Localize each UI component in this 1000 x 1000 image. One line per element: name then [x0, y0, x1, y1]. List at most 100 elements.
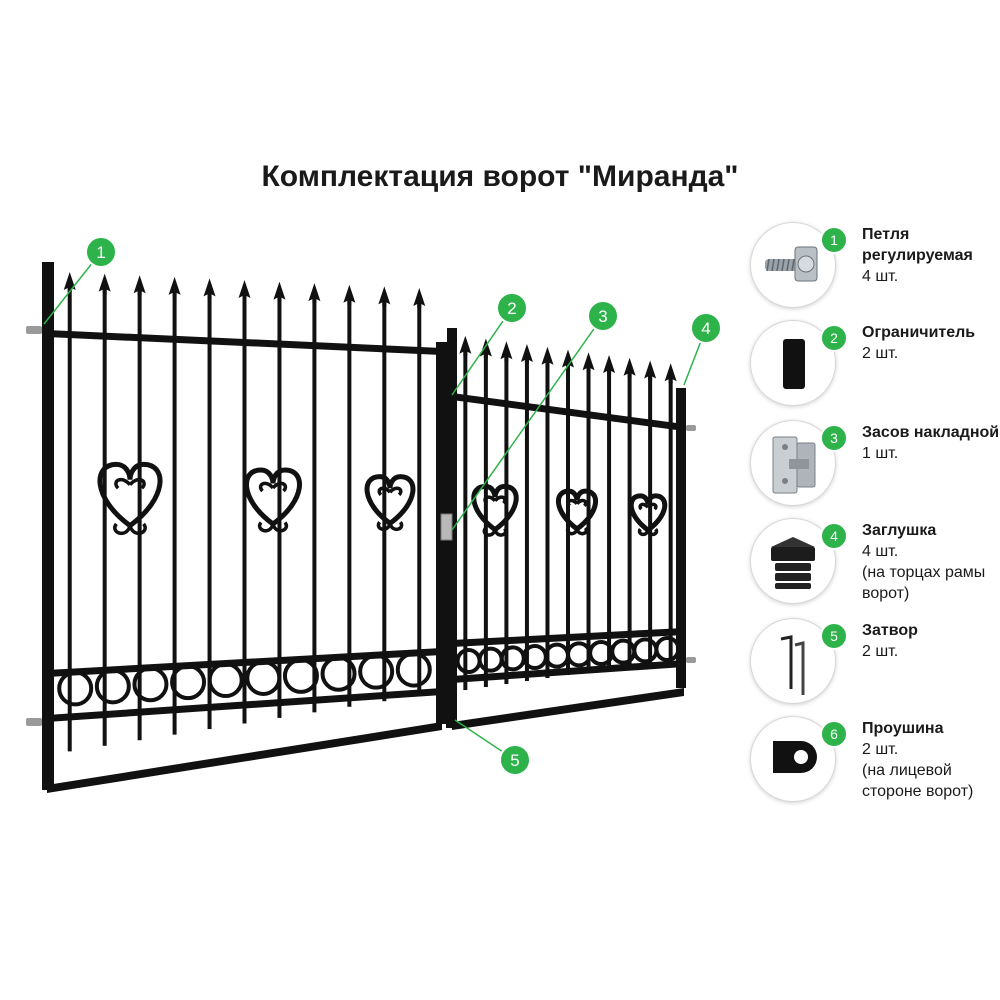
picket	[347, 298, 352, 707]
spear-tip	[520, 344, 533, 365]
bolt-icon	[780, 635, 805, 695]
component-name: Проушина	[862, 720, 944, 737]
spear-tip	[500, 341, 513, 362]
spear-tip	[133, 275, 146, 296]
stopper-icon	[783, 339, 805, 389]
spear-tip	[413, 287, 426, 308]
component-item-5: 5 Затвор 2 шт.	[750, 618, 1000, 708]
spear-tip	[308, 283, 321, 304]
component-text: Засов накладной 1 шт.	[862, 422, 1000, 464]
spear-tip	[479, 338, 492, 359]
callout-number: 4	[701, 319, 710, 338]
component-number-badge: 5	[820, 622, 848, 650]
picket	[648, 374, 653, 663]
spear-tip	[378, 286, 391, 307]
component-name: Затвор	[862, 622, 918, 639]
bottom-rail	[452, 688, 684, 730]
component-item-6: 6 Проушина 2 шт. (на лицевой стороне вор…	[750, 716, 1000, 806]
spear-tip	[459, 335, 472, 356]
heart-ornament	[244, 467, 302, 528]
heart-ornament	[628, 493, 668, 534]
picket	[607, 368, 612, 669]
ring-ornament	[320, 655, 357, 692]
bottom-rail	[47, 722, 442, 793]
callout-badge-3	[587, 300, 619, 332]
ring-ornament	[282, 657, 319, 694]
ring-ornament	[57, 670, 94, 707]
picket	[627, 371, 632, 666]
picket	[382, 300, 387, 702]
ring-ornament	[654, 636, 681, 662]
component-text: Ограничитель 2 шт.	[862, 322, 1000, 364]
spear-tip	[541, 346, 554, 367]
page-title: Комплектация ворот "Миранда"	[261, 160, 739, 193]
spear-tip	[582, 352, 595, 373]
heart-ornament	[471, 483, 519, 533]
ring-ornament	[632, 637, 659, 664]
surface-latch-icon	[772, 436, 816, 494]
component-quantity: 2 шт.	[862, 643, 899, 660]
component-item-3: 3 Засов накладной 1 шт.	[750, 420, 1000, 510]
component-item-2: 2 Ограничитель 2 шт.	[750, 320, 1000, 410]
ring-ornament	[245, 659, 282, 696]
ring-ornament	[358, 653, 395, 690]
component-text: Заглушка 4 шт. (на торцах рамы ворот)	[862, 520, 1000, 604]
spear-tip	[273, 281, 286, 302]
callout-number: 5	[510, 751, 519, 770]
ring-ornament	[207, 662, 244, 699]
component-quantity: 4 шт.	[862, 543, 899, 560]
spear-tip	[343, 284, 356, 305]
adjustable-hinge-icon	[765, 246, 818, 282]
component-quantity: 2 шт.	[862, 345, 899, 362]
component-text: Петля регулируемая 4 шт.	[862, 224, 1000, 287]
picket	[417, 301, 422, 696]
picket	[172, 290, 177, 735]
gate-left-leaf	[26, 262, 448, 793]
component-thumbnail	[750, 518, 836, 604]
spear-tip	[603, 354, 616, 375]
callout-leader-2	[451, 307, 513, 396]
component-quantity: 4 шт.	[862, 268, 899, 285]
picket	[312, 297, 317, 713]
hinge	[686, 425, 696, 431]
gate-right-leaf	[440, 328, 696, 730]
hinge	[26, 718, 42, 726]
picket	[668, 377, 673, 660]
component-text: Затвор 2 шт.	[862, 620, 1000, 662]
component-name: Засов накладной	[862, 424, 1000, 441]
picket	[102, 287, 107, 746]
spear-tip	[63, 272, 76, 293]
ring-ornament	[170, 664, 207, 701]
picket	[524, 358, 529, 682]
spear-tip	[203, 278, 216, 299]
eyelet-icon	[773, 741, 817, 773]
component-item-1: 1 Петля регулируемая 4 шт.	[750, 222, 1000, 312]
ring-ornament	[395, 651, 432, 688]
ring-ornament	[455, 648, 482, 674]
component-note: (на торцах рамы ворот)	[862, 564, 986, 602]
component-text: Проушина 2 шт. (на лицевой стороне ворот…	[862, 718, 1000, 802]
right-post	[676, 388, 686, 688]
heart-ornament	[97, 461, 163, 529]
callout-leader-3	[451, 315, 604, 531]
picket	[463, 349, 468, 691]
component-quantity: 1 шт.	[862, 445, 899, 462]
callout-badge-4	[690, 312, 722, 344]
component-number-badge: 1	[820, 226, 848, 254]
component-number-badge: 2	[820, 324, 848, 352]
ring-ornament	[477, 646, 504, 673]
picket	[242, 294, 247, 724]
component-name: Петля регулируемая	[862, 226, 973, 264]
heart-ornament	[364, 474, 416, 527]
spear-tip	[238, 280, 251, 300]
latch	[440, 513, 453, 541]
callout-badge-2	[496, 292, 528, 324]
spear-tip	[664, 363, 677, 384]
picket	[67, 286, 72, 752]
picket	[207, 292, 212, 730]
component-thumbnail	[750, 420, 836, 506]
component-name: Заглушка	[862, 522, 937, 539]
spear-tip	[623, 357, 636, 378]
picket	[277, 295, 282, 718]
